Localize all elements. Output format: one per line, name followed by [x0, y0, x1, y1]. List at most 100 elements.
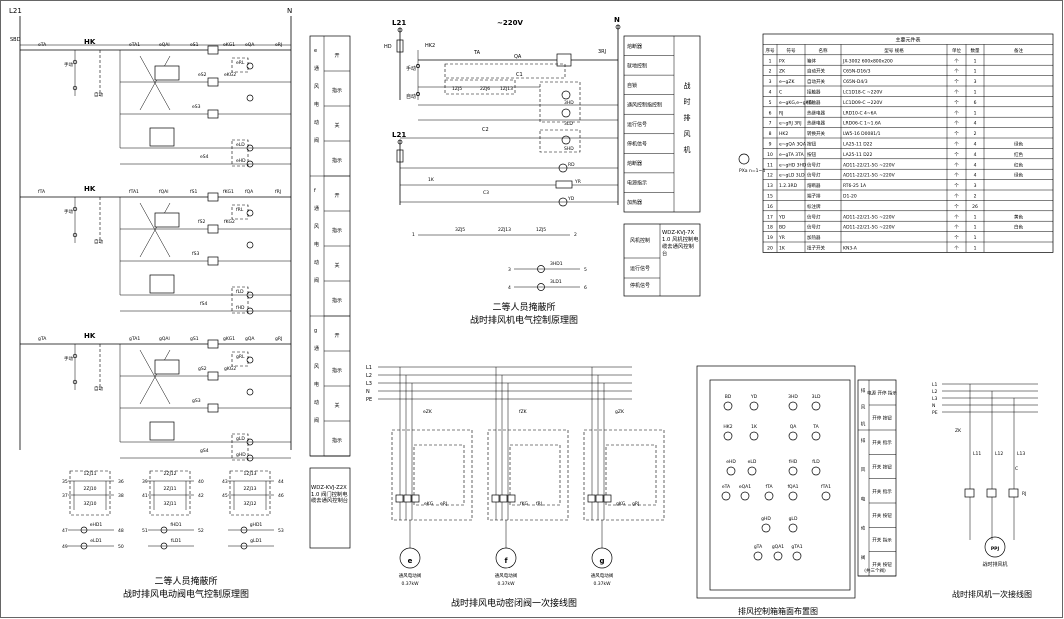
group-s2-label: gS2	[198, 366, 207, 372]
wiring-kg: gKG	[616, 501, 626, 507]
table-cell: 4	[974, 162, 977, 168]
table-cell: 红色	[1014, 151, 1023, 158]
fan-big-char: 风	[684, 130, 691, 138]
table-cell: 2	[974, 194, 977, 200]
panel-side-char: 风	[861, 405, 866, 411]
relay-name: 1ZJ13	[244, 471, 257, 477]
box2-note: WDZ-KVJ-7X1.0 风机控制电缆去通风控制台	[662, 230, 699, 257]
panel-side-char: 风	[861, 467, 866, 473]
panel-indicator	[723, 431, 733, 441]
wiring-motor-power: 0.37kW	[593, 581, 611, 587]
group-sa-label: gTA1	[129, 336, 140, 342]
relay-term: 36	[118, 479, 124, 485]
side-char: f	[314, 188, 316, 194]
table-cell: e~gZK	[779, 79, 795, 85]
fan-line-label: PE	[932, 410, 938, 416]
table-cell: 个	[954, 204, 959, 210]
wiring-zk: eZK	[423, 409, 433, 415]
table-cell: 扭子开关	[807, 245, 825, 252]
relay-term: 35	[62, 479, 68, 485]
panel-side-item: 开关 按钮	[872, 561, 892, 568]
fan-line-label: L2	[932, 389, 938, 395]
fan-row-label: 熔断器	[627, 160, 642, 167]
group-hk-label: HK	[84, 185, 96, 193]
panel-item-label: fLD	[812, 459, 820, 465]
side-entry: 开	[334, 333, 339, 339]
group-sa-label: eTA1	[129, 42, 140, 48]
panel-side-char: 电	[861, 495, 866, 502]
table-cell: LC1D09-C ~220V	[843, 100, 883, 106]
table-cell: C65N-D4/3	[843, 79, 868, 85]
panel-indicator	[821, 491, 831, 501]
side-char: 风	[314, 84, 319, 90]
group-kg2-label: fKG2	[224, 219, 235, 225]
side-char: 电	[314, 381, 319, 388]
wiring-motor-name: 通风电动阀	[399, 572, 422, 579]
table-cell: YR	[778, 235, 785, 241]
fan-big-char: 排	[684, 113, 691, 122]
relay-name: 2ZJ10	[84, 486, 97, 492]
table-cell: 18	[767, 225, 773, 231]
box2-label-3: 停机信号	[630, 282, 650, 289]
table-cell: 1K	[779, 246, 786, 252]
side-entry: 指示	[332, 437, 342, 444]
group-s1-label: eS1	[190, 42, 199, 48]
side-char: 电	[314, 241, 319, 248]
panel-item-label: HK2	[723, 424, 732, 430]
group-s4-label: fS4	[200, 301, 207, 307]
table-cell: 3	[974, 183, 977, 189]
top-manual: 手动	[406, 65, 416, 72]
fan-big-char: 战	[684, 81, 691, 90]
sec-mid3: 1ZJ5	[536, 227, 546, 233]
fan-cable-box	[623, 223, 701, 297]
table-cell: 转换开关	[807, 130, 825, 137]
table-header: 符号	[787, 47, 796, 54]
panel-item-label: gTA	[754, 544, 763, 550]
relay-term: 48	[118, 528, 124, 534]
wiring-motor-letter: e	[408, 557, 413, 565]
panel-indicator	[721, 491, 731, 501]
relay-name: 2ZJ11	[164, 486, 177, 492]
group-manual-label: 手动	[64, 208, 73, 215]
wiring-zk: fZK	[519, 409, 528, 415]
panel-item-label: YD	[750, 394, 758, 400]
lamp-3hd: 3HD	[564, 100, 574, 106]
side-char: 动	[314, 399, 319, 406]
side-entry: 关	[334, 402, 339, 409]
table-cell: AD11-22/21-5G ~220V	[843, 162, 896, 168]
table-cell: 4	[974, 121, 977, 127]
table-cell: 标注牌	[807, 203, 821, 210]
side-char: 风	[314, 364, 319, 370]
table-cell: 个	[954, 173, 959, 179]
table-cell: 加热器	[807, 234, 821, 241]
table-cell: e~gKG,e~gKG	[779, 100, 813, 106]
group-qa2-label: fQA	[245, 189, 254, 195]
top-title-1: 二等人员掩蔽所	[492, 301, 555, 313]
group-kg1-label: fKG1	[223, 189, 234, 195]
wiring-motor-letter: g	[599, 557, 604, 565]
table-cell: 个	[954, 235, 959, 241]
table-cell: LA25-11 D22	[843, 152, 873, 158]
panel-side-char: 动	[861, 525, 866, 532]
ta-label: TA	[473, 50, 481, 56]
group-rj-label: eRJ	[275, 42, 282, 48]
table-cell: 2	[769, 69, 772, 75]
l21-label: L21	[9, 7, 22, 15]
table-cell: 26	[972, 204, 978, 210]
sec-left: 1	[412, 232, 415, 238]
table-cell: 1	[974, 235, 977, 241]
table-cell: 绿色	[1014, 141, 1023, 148]
panel-item-label: fHD	[789, 459, 798, 465]
panel-side-item: 开关 按钮	[872, 464, 892, 471]
row3-lamp: 3HD1	[550, 261, 563, 267]
table-cell: LW5-16 D0081/1	[843, 131, 881, 137]
table-cell: 3	[769, 79, 772, 85]
table-cell: 个	[954, 183, 959, 189]
table-header: 备注	[1014, 47, 1023, 54]
group-auto-label: 自动	[94, 385, 103, 392]
table-cell: 个	[954, 58, 959, 64]
panel-indicator	[753, 551, 763, 561]
row3-b: 5	[584, 267, 587, 273]
lamp-3ld: 3LD	[564, 121, 573, 127]
